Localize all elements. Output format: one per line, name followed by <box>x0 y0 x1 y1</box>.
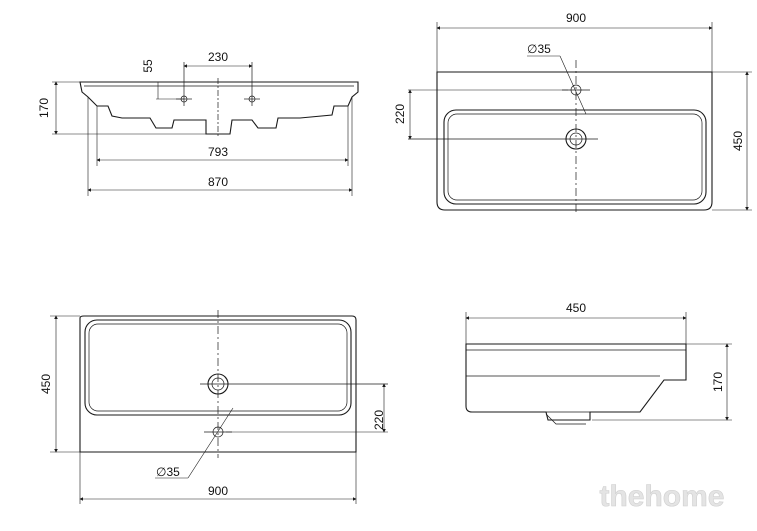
dim-450-label: 450 <box>731 131 745 151</box>
dim-230-label: 230 <box>208 50 228 64</box>
dim-220-right-label: 220 <box>372 410 386 430</box>
watermark: thehome <box>599 480 724 513</box>
top-view: 900 ∅35 220 450 <box>393 11 752 214</box>
drain-hole-bottom <box>200 373 388 395</box>
dim-hole-label: ∅35 <box>527 42 551 56</box>
dim-hole-bottom-label: ∅35 <box>156 465 180 479</box>
dim-220-label: 220 <box>393 104 407 124</box>
top-view-alt: 450 220 ∅35 900 <box>39 310 388 504</box>
tap-hole-left <box>176 62 192 106</box>
dim-900-bottom-label: 900 <box>208 484 228 498</box>
dim-170-label: 170 <box>37 98 51 118</box>
dim-870-label: 870 <box>208 175 228 189</box>
drain-hole-top <box>408 128 598 150</box>
side-view: 450 170 <box>465 301 732 425</box>
tap-hole-right <box>244 62 260 106</box>
dim-side-450-label: 450 <box>566 301 586 315</box>
front-view: 230 55 170 793 870 <box>37 50 359 196</box>
dim-side-170-label: 170 <box>711 372 725 392</box>
dim-55-label: 55 <box>141 59 155 73</box>
dim-450-left-label: 450 <box>39 374 53 394</box>
dim-900-label: 900 <box>566 11 586 25</box>
dim-793-label: 793 <box>208 145 228 159</box>
